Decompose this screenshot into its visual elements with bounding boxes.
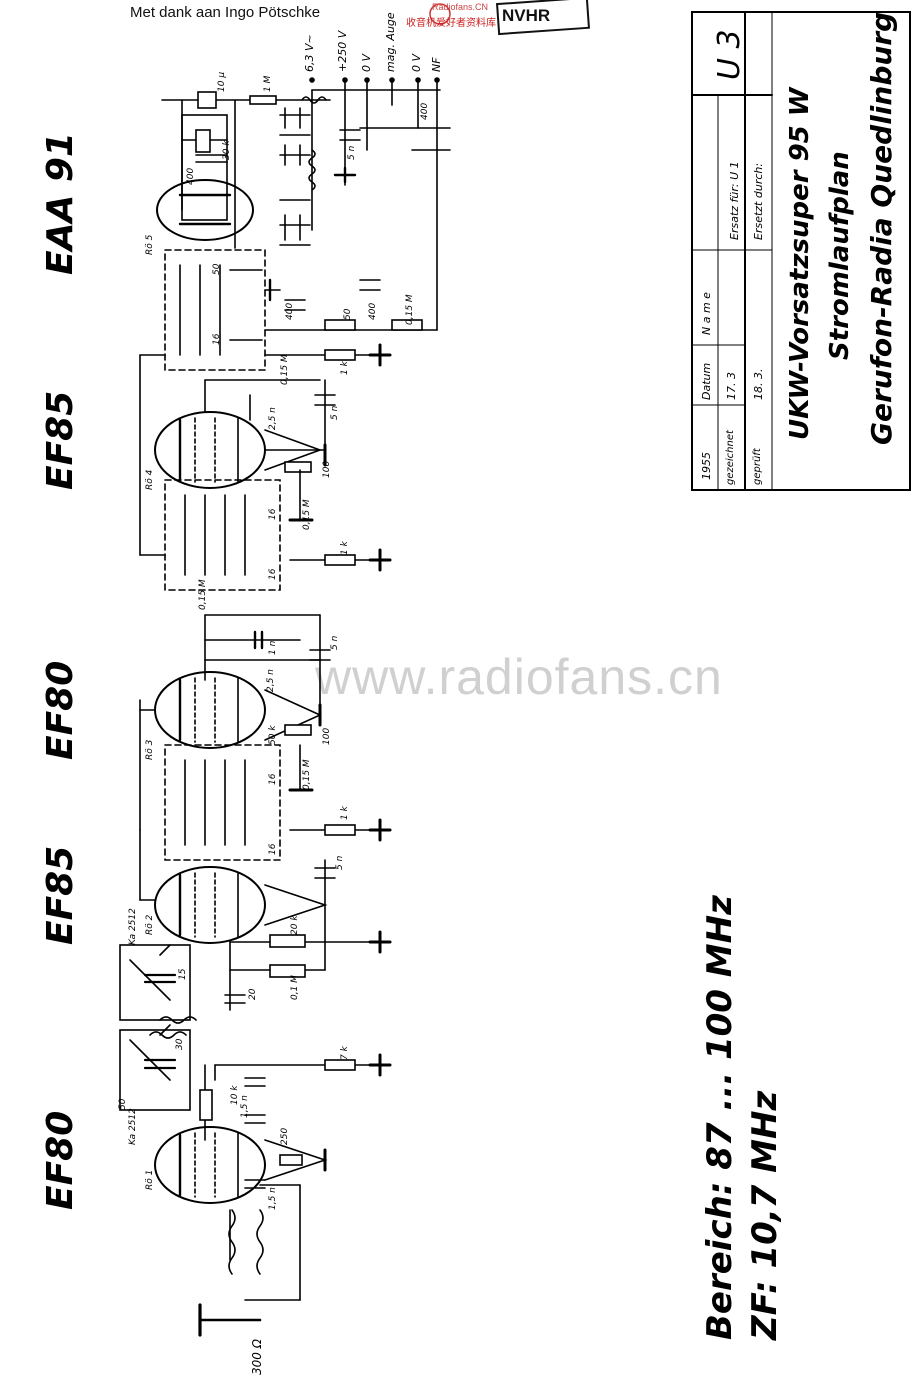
value-1k-b: 1 k <box>340 541 350 555</box>
supply-terminals <box>161 77 451 331</box>
value-25n-b: 2,5 n <box>266 669 276 692</box>
value-10u: 10 µ <box>217 71 227 92</box>
tube-ref-4: Rö 4 <box>145 469 155 490</box>
tube-label-4: EF85 <box>40 390 81 490</box>
value-50k: 50 k <box>268 725 278 745</box>
antenna-impedance: 300 Ω <box>250 1339 264 1375</box>
value-16-a: 16 <box>212 333 222 345</box>
value-16-c: 16 <box>268 568 278 580</box>
stamp-code: NVHR <box>502 6 551 25</box>
value-1n: 1 n <box>268 640 278 655</box>
demodulator-stage <box>139 114 438 556</box>
row-geprueft: geprüft <box>752 448 763 485</box>
terminal-label-63v: 6,3 V~ <box>303 34 316 72</box>
value-30: 30 <box>175 1038 185 1050</box>
value-20: 20 <box>248 988 258 1000</box>
value-50-c: 50 <box>118 1098 128 1110</box>
date-checked: 18. 3. <box>752 368 765 401</box>
value-ka-b: Ka 2512 <box>128 1108 138 1145</box>
value-50-a: 50 <box>212 263 222 275</box>
value-1k-a: 1 k <box>340 361 350 375</box>
terminal-label-0v-b: 0 V <box>410 53 423 72</box>
stamp-line1: Radiofans.CN <box>432 2 489 12</box>
value-400-c: 400 <box>285 302 295 320</box>
value-5n-d: 5 n <box>335 855 345 870</box>
tube-ro3 <box>139 614 331 861</box>
terminal-label-250v: +250 V <box>336 30 349 72</box>
supply-rail <box>214 343 392 1077</box>
value-50-b: 50 <box>343 308 353 320</box>
row-gezeichnet: gezeichnet <box>725 430 736 485</box>
col-name: N a m e <box>700 292 713 335</box>
drawing-title: UKW-Vorsatzsuper 95 W <box>785 87 815 441</box>
value-ka-a: Ka 2512 <box>128 908 138 945</box>
value-01m: 0,1 M <box>290 975 300 1000</box>
credit-text: Met dank aan Ingo Pötschke <box>130 4 321 21</box>
drawing-subtitle: Stromlaufplan <box>825 151 855 360</box>
tube-label-2: EF85 <box>40 845 81 945</box>
stamp-frame <box>429 0 591 36</box>
value-20k: 20 k <box>290 915 300 935</box>
tube-label-1: EF80 <box>40 1110 81 1210</box>
value-15n-a: 1,5 n <box>240 1095 250 1118</box>
value-015m-d: 0,15 M <box>198 579 208 610</box>
tube-ro4 <box>139 379 336 591</box>
ersatz-fuer: Ersatz für: U 1 <box>728 161 741 240</box>
manufacturer: Gerufon-Radia Quedlinburg <box>865 11 898 445</box>
tube-ref-2: Rö 2 <box>145 914 155 935</box>
tube-ref-1: Rö 1 <box>145 1169 155 1190</box>
value-015m-e: 0,15 M <box>302 759 312 790</box>
value-100-b: 100 <box>322 727 332 745</box>
value-015m-a: 0,15 M <box>405 294 415 325</box>
intermediate-frequency: ZF: 10,7 MHz <box>745 1090 785 1340</box>
value-1k-c: 1 k <box>340 806 350 820</box>
value-015m-b: 0,15 M <box>280 354 290 385</box>
tube-ro1 <box>119 1024 328 1337</box>
value-400-d: 400 <box>368 302 378 320</box>
value-250: 250 <box>280 1127 290 1145</box>
watermark-text: www.radiofans.cn <box>315 649 723 705</box>
value-7k: 7 k <box>340 1046 350 1060</box>
col-datum: Datum <box>700 362 713 400</box>
terminal-label-0v-a: 0 V <box>360 53 373 72</box>
tube-label-3: EF80 <box>40 660 81 760</box>
value-5n-c: 5 n <box>330 635 340 650</box>
tube-ref-3: Rö 3 <box>145 739 155 760</box>
value-10k: 10 k <box>230 1085 240 1105</box>
tube-ref-5: Rö 5 <box>145 234 155 255</box>
library-stamp: Radiofans.CN 收音机爱好者资料库 NVHR <box>402 0 602 36</box>
value-100-a: 100 <box>322 460 332 478</box>
value-400-b: 400 <box>420 102 430 120</box>
date-drawn: 17. 3 <box>725 372 738 400</box>
tube-label-5: EAA 91 <box>40 132 81 275</box>
value-1m: 1 M <box>263 75 273 92</box>
value-16-e: 16 <box>268 843 278 855</box>
value-5n-b: 5 n <box>330 405 340 420</box>
terminal-label-mag-auge: mag. Auge <box>384 12 397 72</box>
value-5n-a: 5 n <box>347 145 357 160</box>
value-15n-b: 1,5 n <box>268 1187 278 1210</box>
value-16-d: 16 <box>268 773 278 785</box>
year: 1955 <box>700 452 713 480</box>
tube-ro2 <box>119 829 336 1024</box>
value-25n-a: 2,5 n <box>268 407 278 430</box>
value-16-b: 16 <box>268 508 278 520</box>
terminal-label-nf: NF <box>430 57 443 72</box>
value-015m-c: 0,15 M <box>302 499 312 530</box>
title-block-frame <box>691 11 911 491</box>
stamp-line2: 收音机爱好者资料库 <box>406 18 496 29</box>
value-30k: 30 k <box>222 140 232 160</box>
value-400-a: 400 <box>186 167 196 185</box>
frequency-range: Bereich: 87 ... 100 MHz <box>700 895 740 1340</box>
ersetzt-durch: Ersetzt durch: <box>752 162 765 240</box>
sheet-number: U 3 <box>712 29 747 80</box>
value-15: 15 <box>178 968 188 980</box>
